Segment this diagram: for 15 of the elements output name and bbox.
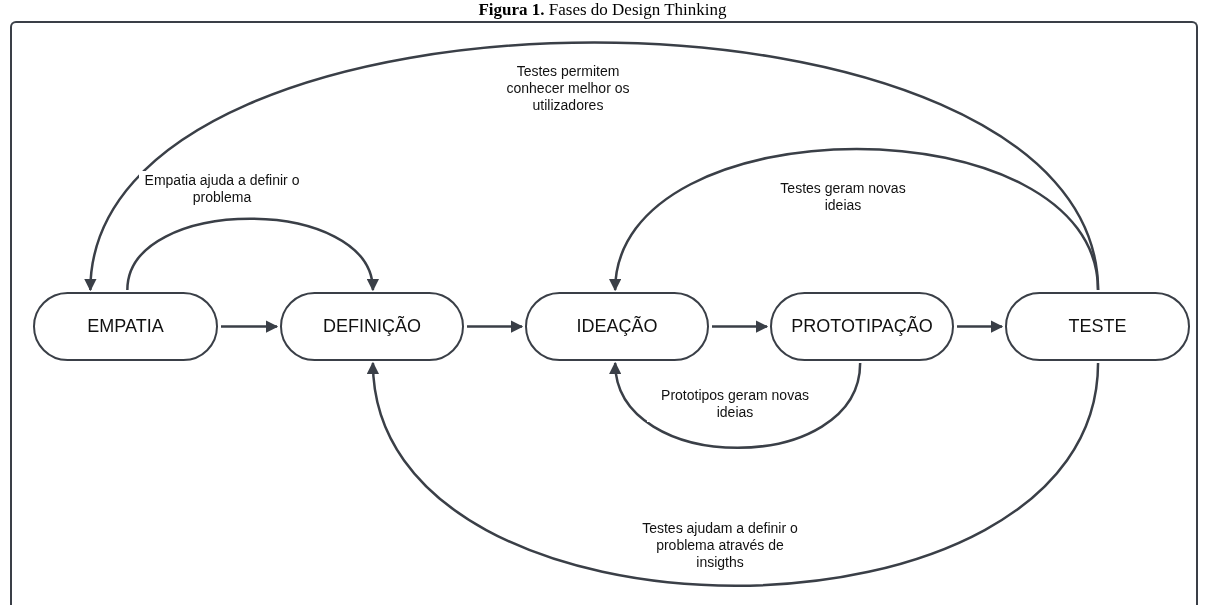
- phase-pill: PROTOTIPAÇÃO: [770, 292, 954, 361]
- arrow: [87, 41, 1100, 292]
- arrow: [611, 147, 1100, 292]
- phase-pill: IDEAÇÃO: [525, 292, 709, 361]
- phase-pill: EMPATIA: [33, 292, 218, 361]
- arrow: [467, 320, 524, 333]
- arrow: [957, 320, 1004, 333]
- figure-title: Figura 1. Fases do Design Thinking: [478, 0, 727, 19]
- arrow: [611, 361, 862, 449]
- arrow: [712, 320, 769, 333]
- arrow: [221, 320, 279, 333]
- phase-pill: TESTE: [1005, 292, 1190, 361]
- arrow: [369, 361, 1100, 587]
- phase-pill: DEFINIÇÃO: [280, 292, 464, 361]
- arrow: [126, 217, 377, 292]
